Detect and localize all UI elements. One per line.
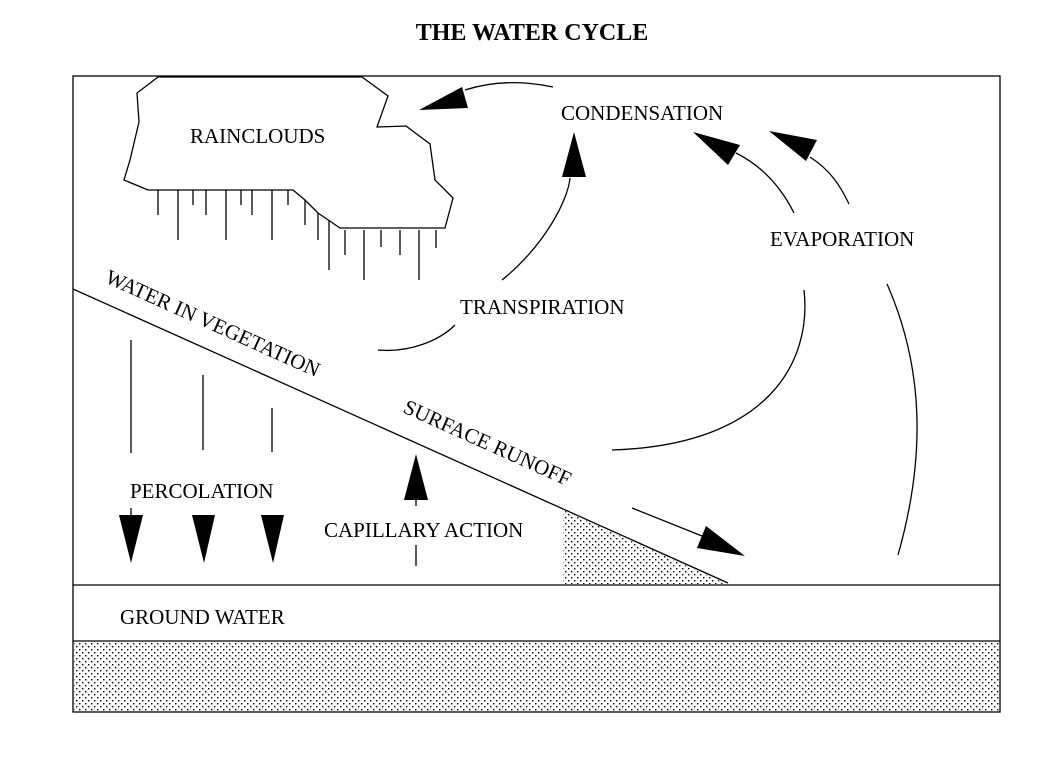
raincloud-shape <box>123 76 454 229</box>
soil-wedge <box>563 510 727 584</box>
percolation-arrows <box>119 340 284 563</box>
evaporation-arc-inner <box>611 289 806 451</box>
label-surface-runoff: SURFACE RUNOFF <box>400 395 575 491</box>
transpiration-arc-lower <box>377 324 456 352</box>
evaporation-arrow-outer <box>769 131 850 205</box>
label-rainclouds: RAINCLOUDS <box>190 124 325 148</box>
evaporation-arrow-inner <box>693 132 795 214</box>
transpiration-arrow-up <box>501 132 586 281</box>
land-slope-line <box>72 288 729 584</box>
condensation-to-clouds-arrow <box>419 82 554 110</box>
percolation-arrowhead-3 <box>261 515 284 563</box>
label-ground-water: GROUND WATER <box>120 605 285 629</box>
rain-streaks <box>157 190 437 280</box>
diagram-title: THE WATER CYCLE <box>416 20 649 46</box>
evaporation-arc-outer <box>886 283 918 556</box>
label-transpiration: TRANSPIRATION <box>460 295 625 319</box>
surface-runoff-arrow <box>631 507 745 556</box>
bedrock-layer <box>74 642 999 711</box>
label-condensation: CONDENSATION <box>561 101 723 125</box>
label-percolation: PERCOLATION <box>130 479 274 503</box>
percolation-arrowhead-2 <box>192 515 215 563</box>
capillary-action-arrow <box>404 454 428 566</box>
label-capillary-action: CAPILLARY ACTION <box>324 518 523 542</box>
label-evaporation: EVAPORATION <box>770 227 914 251</box>
diagram-frame <box>72 75 1001 713</box>
label-water-in-vegetation: WATER IN VEGETATION <box>102 265 324 382</box>
percolation-arrowhead-1 <box>119 515 143 563</box>
